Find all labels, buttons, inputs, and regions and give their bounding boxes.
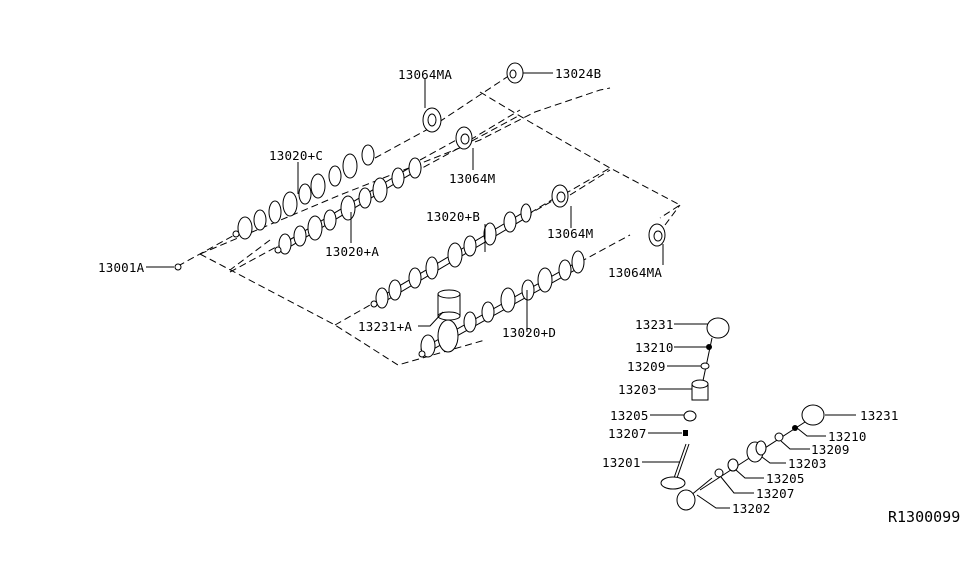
label-13205-right[interactable]: 13205 — [766, 471, 805, 486]
lifter-13231-right[interactable] — [801, 404, 825, 426]
label-13064ma-top[interactable]: 13064MA — [398, 67, 452, 82]
leader-lines — [146, 72, 856, 509]
spring-13203-left[interactable] — [691, 379, 709, 401]
lifter-13231a[interactable] — [437, 289, 461, 321]
label-13064m-mid[interactable]: 13064M — [547, 226, 593, 241]
label-13001a[interactable]: 13001A — [98, 260, 145, 275]
sprocket-13064m-top[interactable] — [455, 126, 473, 150]
camshaft-a[interactable] — [274, 157, 422, 255]
label-13209-left[interactable]: 13209 — [627, 359, 666, 374]
sprocket-13064ma-bottom[interactable] — [648, 223, 666, 247]
sprocket-13064m-mid[interactable] — [551, 184, 569, 208]
seal-13207-right[interactable] — [714, 468, 724, 478]
shaft-axes — [177, 74, 681, 271]
label-13231-left[interactable]: 13231 — [635, 317, 674, 332]
label-13205-left[interactable]: 13205 — [610, 408, 649, 423]
seal-13207-left[interactable] — [683, 430, 688, 436]
shim-13210-right[interactable] — [792, 425, 798, 431]
label-13207-right[interactable]: 13207 — [756, 486, 795, 501]
label-13210-left[interactable]: 13210 — [635, 340, 674, 355]
label-13207-left[interactable]: 13207 — [608, 426, 647, 441]
label-13231a[interactable]: 13231+A — [358, 319, 412, 334]
label-13203-left[interactable]: 13203 — [618, 382, 657, 397]
valve-13201[interactable] — [660, 443, 690, 490]
label-13024b[interactable]: 13024B — [555, 66, 601, 81]
collet-13209-left[interactable] — [700, 362, 710, 370]
label-13209-right[interactable]: 13209 — [811, 442, 850, 457]
label-13210-right[interactable]: 13210 — [828, 429, 867, 444]
bolt-13001a[interactable] — [174, 263, 182, 271]
label-13201[interactable]: 13201 — [602, 455, 641, 470]
label-camshaft-c[interactable]: 13020+C — [269, 148, 323, 163]
collet-13209-right[interactable] — [774, 432, 784, 442]
label-13231-right[interactable]: 13231 — [860, 408, 899, 423]
label-13202[interactable]: 13202 — [732, 501, 771, 516]
valve-stack-right — [676, 404, 825, 511]
camshaft-b[interactable] — [370, 203, 532, 309]
label-camshaft-b[interactable]: 13020+B — [426, 209, 480, 224]
spring-13203-right[interactable] — [746, 440, 767, 463]
valve-13202[interactable] — [676, 477, 713, 511]
camshaft-c[interactable] — [232, 144, 375, 240]
label-13064ma-bottom[interactable]: 13064MA — [608, 265, 662, 280]
shim-13210-left[interactable] — [706, 344, 712, 350]
seat-13205-left[interactable] — [683, 410, 697, 422]
label-camshaft-a[interactable]: 13020+A — [325, 244, 379, 259]
assembly-outline — [199, 87, 681, 366]
plug-13024b[interactable] — [506, 62, 524, 84]
reference-code: R1300099 — [888, 508, 960, 526]
label-13064m-top[interactable]: 13064M — [449, 171, 495, 186]
valve-stack-left — [660, 317, 730, 490]
seat-13205-right[interactable] — [727, 458, 739, 472]
part-labels: 13001A 13020+C 13020+A 13020+B 13020+D 1… — [98, 66, 960, 526]
lifter-13231-left[interactable] — [706, 317, 730, 339]
label-13203-right[interactable]: 13203 — [788, 456, 827, 471]
camshaft-d[interactable] — [418, 250, 585, 358]
sprocket-13064ma-top[interactable] — [422, 107, 442, 133]
label-camshaft-d[interactable]: 13020+D — [502, 325, 556, 340]
